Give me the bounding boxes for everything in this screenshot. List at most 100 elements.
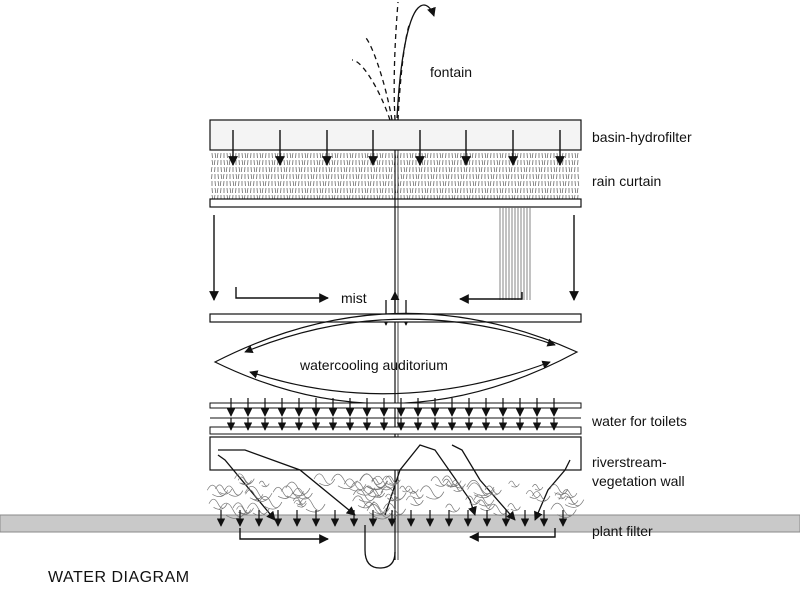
rain-streak [557, 160, 558, 165]
rain-streak [407, 160, 408, 165]
rain-streak [326, 174, 327, 179]
rain-streak [376, 167, 377, 172]
rain-streak [218, 181, 219, 186]
rain-streak [260, 188, 261, 193]
rain-streak [553, 174, 554, 179]
rain-streak [566, 174, 567, 179]
rain-streak [239, 167, 240, 172]
rain-streak [401, 174, 402, 179]
rain-streak [283, 174, 284, 179]
rain-streak [530, 153, 531, 158]
rain-streak [349, 160, 350, 165]
rain-streak [277, 188, 278, 193]
rain-streak [517, 188, 518, 193]
rain-streak [464, 167, 465, 172]
rain-streak [556, 167, 557, 172]
rain-streak [575, 153, 576, 158]
rain-streak [439, 160, 440, 165]
rain-streak [361, 167, 362, 172]
auditorium-flow-upper [245, 319, 555, 352]
rain-streak [386, 174, 387, 179]
label-auditorium: watercooling auditorium [299, 357, 448, 373]
rain-streak [440, 188, 441, 193]
rain-streak [479, 167, 480, 172]
rain-streak [230, 153, 231, 158]
rain-streak [335, 188, 336, 193]
rain-streak [505, 181, 506, 186]
rain-streak [368, 181, 369, 186]
rain-streak [473, 181, 474, 186]
rain-streak [383, 181, 384, 186]
rain-streak [227, 160, 228, 165]
rain-streak [337, 153, 338, 158]
rain-streak [232, 188, 233, 193]
rain-streak [380, 153, 381, 158]
rain-streak [575, 188, 576, 193]
riverstream-panel [210, 437, 581, 470]
rain-streak [506, 174, 507, 179]
rain-streak [233, 181, 234, 186]
rain-streak [503, 181, 504, 186]
rain-streak [487, 188, 488, 193]
rain-streak [355, 181, 356, 186]
rain-streak [323, 181, 324, 186]
rain-streak [335, 153, 336, 158]
rain-streak [491, 174, 492, 179]
rain-streak [322, 188, 323, 193]
vegetation-scribble [259, 496, 282, 509]
rain-streak [515, 153, 516, 158]
rain-streak [286, 167, 287, 172]
label-riverstream-1: riverstream- [592, 454, 667, 470]
rain-streak [295, 181, 296, 186]
rain-streak [509, 167, 510, 172]
rain-streak [311, 174, 312, 179]
rain-streak [545, 153, 546, 158]
rain-streak [400, 181, 401, 186]
rain-streak [260, 153, 261, 158]
rain-streak [488, 181, 489, 186]
rain-streak [562, 153, 563, 158]
rain-streak [538, 174, 539, 179]
rain-streak [221, 174, 222, 179]
rain-streak [308, 181, 309, 186]
rain-streak [238, 174, 239, 179]
rain-streak [472, 153, 473, 158]
rain-streak [527, 160, 528, 165]
toilets-plate-top [210, 403, 581, 408]
water-streams [500, 207, 530, 300]
vegetation-scribble [410, 491, 423, 498]
rain-streak [545, 188, 546, 193]
rain-streak [440, 153, 441, 158]
rain-streak [245, 188, 246, 193]
rain-streak [305, 153, 306, 158]
rain-streak [347, 160, 348, 165]
rain-streak [578, 181, 579, 186]
rain-streak [350, 188, 351, 193]
rain-streak [343, 174, 344, 179]
vegetation-scribble [400, 486, 410, 492]
rain-streak [548, 181, 549, 186]
rain-streak [472, 188, 473, 193]
rain-streak [235, 181, 236, 186]
rain-streak [427, 188, 428, 193]
rain-streak [544, 160, 545, 165]
rain-streak [277, 153, 278, 158]
rain-streak [304, 160, 305, 165]
rain-streak [292, 188, 293, 193]
rain-streak [523, 174, 524, 179]
rain-streak [380, 188, 381, 193]
rain-streak [514, 160, 515, 165]
vegetation-scribble [532, 484, 542, 490]
rain-streak [497, 160, 498, 165]
rain-streak [215, 153, 216, 158]
vegetation-scribble [209, 499, 227, 509]
rain-streak [319, 160, 320, 165]
rain-streak [242, 160, 243, 165]
rain-streak [569, 167, 570, 172]
diagram-title: WATER DIAGRAM [48, 569, 190, 586]
rain-streak [530, 188, 531, 193]
vegetation-scribble [259, 481, 269, 487]
rain-streak [388, 174, 389, 179]
vegetation-scribble [420, 486, 444, 499]
